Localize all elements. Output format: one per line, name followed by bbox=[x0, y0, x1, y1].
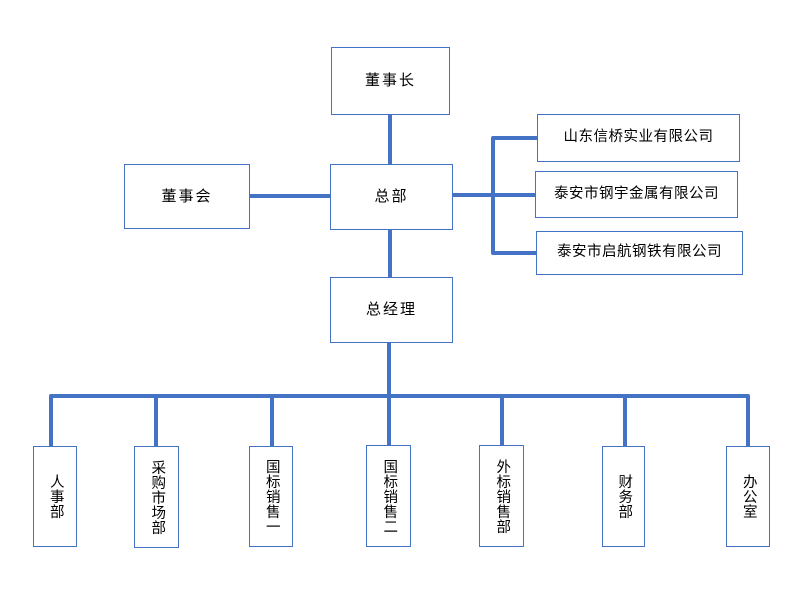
node-board: 董事会 bbox=[124, 164, 250, 229]
node-dept-4: 国标销售二 bbox=[366, 445, 411, 547]
node-chairman-label: 董事长 bbox=[364, 72, 416, 89]
node-dept-4-label: 国标销售二 bbox=[381, 458, 398, 534]
node-dept-2-label: 采购市场部 bbox=[149, 459, 166, 535]
node-general-manager-label: 总经理 bbox=[365, 301, 417, 318]
node-dept-7: 办公室 bbox=[726, 446, 770, 547]
node-dept-3: 国标销售一 bbox=[249, 446, 293, 547]
node-headquarters-label: 总部 bbox=[374, 188, 409, 205]
node-dept-3-label: 国标销售一 bbox=[263, 459, 280, 534]
connector-departments-trunk bbox=[49, 394, 750, 446]
node-dept-5: 外标销售部 bbox=[479, 445, 524, 547]
node-dept-2: 采购市场部 bbox=[134, 446, 179, 548]
node-subsidiary-1-label: 山东信桥实业有限公司 bbox=[563, 129, 714, 146]
node-dept-1: 人事部 bbox=[33, 446, 77, 547]
node-headquarters: 总部 bbox=[330, 164, 453, 230]
node-subsidiary-1: 山东信桥实业有限公司 bbox=[537, 114, 740, 162]
node-subsidiary-3-label: 泰安市启航钢铁有限公司 bbox=[557, 244, 722, 261]
node-dept-6-label: 财务部 bbox=[616, 474, 633, 519]
node-dept-1-label: 人事部 bbox=[47, 474, 64, 519]
node-dept-7-label: 办公室 bbox=[740, 474, 757, 519]
node-chairman: 董事长 bbox=[331, 47, 450, 115]
connector-bracket-subsidiaries bbox=[491, 136, 537, 255]
node-dept-5-label: 外标销售部 bbox=[494, 458, 511, 534]
node-dept-6: 财务部 bbox=[602, 446, 645, 547]
node-board-label: 董事会 bbox=[161, 187, 213, 205]
node-general-manager: 总经理 bbox=[330, 277, 453, 343]
node-subsidiary-3: 泰安市启航钢铁有限公司 bbox=[536, 231, 743, 275]
node-subsidiary-2: 泰安市钢宇金属有限公司 bbox=[535, 171, 738, 218]
node-subsidiary-2-label: 泰安市钢宇金属有限公司 bbox=[554, 185, 719, 202]
